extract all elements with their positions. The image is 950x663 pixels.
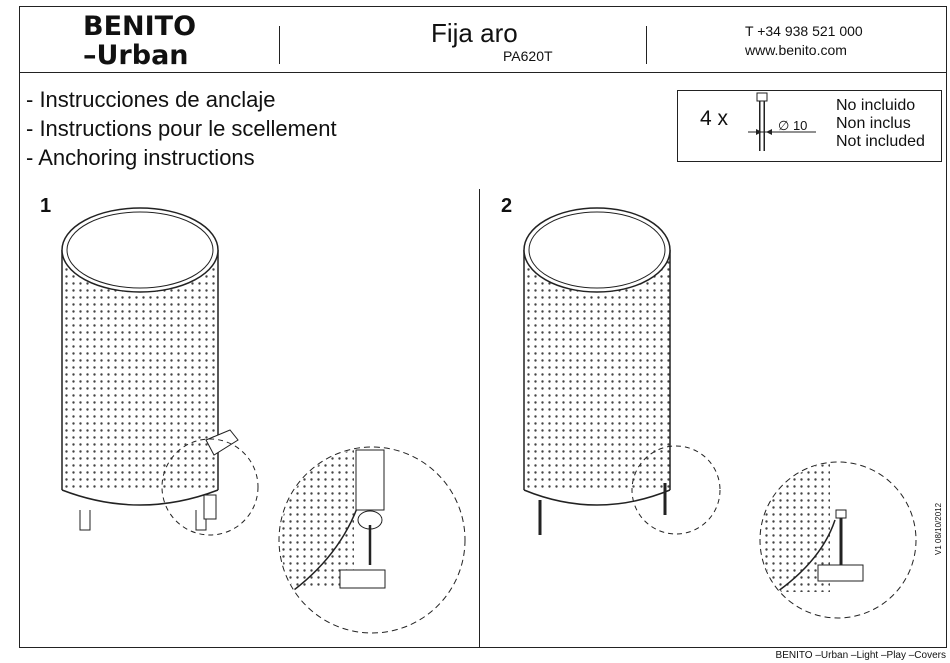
website-link[interactable]: www.benito.com	[745, 42, 847, 58]
header: BENITO –Urban Fija aro PA620T T +34 938 …	[19, 6, 947, 73]
header-separator	[646, 26, 647, 64]
page-frame	[19, 6, 947, 648]
step-divider	[479, 189, 480, 647]
bolt-icon	[748, 92, 816, 151]
instruction-fr: - Instructions pour le scellement	[26, 116, 337, 141]
contact-block: T +34 938 521 000 www.benito.com	[745, 22, 863, 60]
instruction-en: - Anchoring instructions	[26, 145, 255, 170]
quantity-label: 4 x	[700, 107, 729, 130]
litter-bin-step2	[523, 207, 721, 535]
phone-number: T +34 938 521 000	[745, 23, 863, 39]
detail-circle-step1	[278, 446, 466, 634]
version-label: V1 08/10/2012	[934, 502, 943, 555]
brand-line1: BENITO	[83, 11, 197, 42]
not-included-note: No incluido Non inclus Not included	[836, 97, 925, 151]
step-number-1: 1	[40, 195, 52, 217]
brand-logo: BENITO –Urban	[83, 12, 196, 70]
not-included-fr: Non inclus	[836, 115, 911, 132]
hardware-box: 4 x ∅ 10 No incluido Non inclus Not incl…	[677, 90, 942, 162]
detail-circle-step2	[759, 461, 917, 619]
litter-bin-step1	[61, 207, 259, 536]
product-code: PA620T	[503, 48, 553, 64]
step-number-2: 2	[501, 195, 513, 217]
footer-text: BENITO –Urban –Light –Play –Covers	[775, 650, 946, 661]
instructions-list: - Instrucciones de anclaje - Instruction…	[26, 85, 337, 172]
product-title: Fija aro	[431, 18, 518, 48]
not-included-en: Not included	[836, 133, 925, 150]
diameter-label: ∅ 10	[778, 118, 807, 134]
instruction-es: - Instrucciones de anclaje	[26, 87, 276, 112]
diameter-symbol: ∅	[778, 118, 790, 133]
brand-line2: –Urban	[83, 40, 189, 71]
header-separator	[279, 26, 280, 64]
diameter-value: 10	[792, 118, 808, 133]
not-included-es: No incluido	[836, 97, 916, 114]
